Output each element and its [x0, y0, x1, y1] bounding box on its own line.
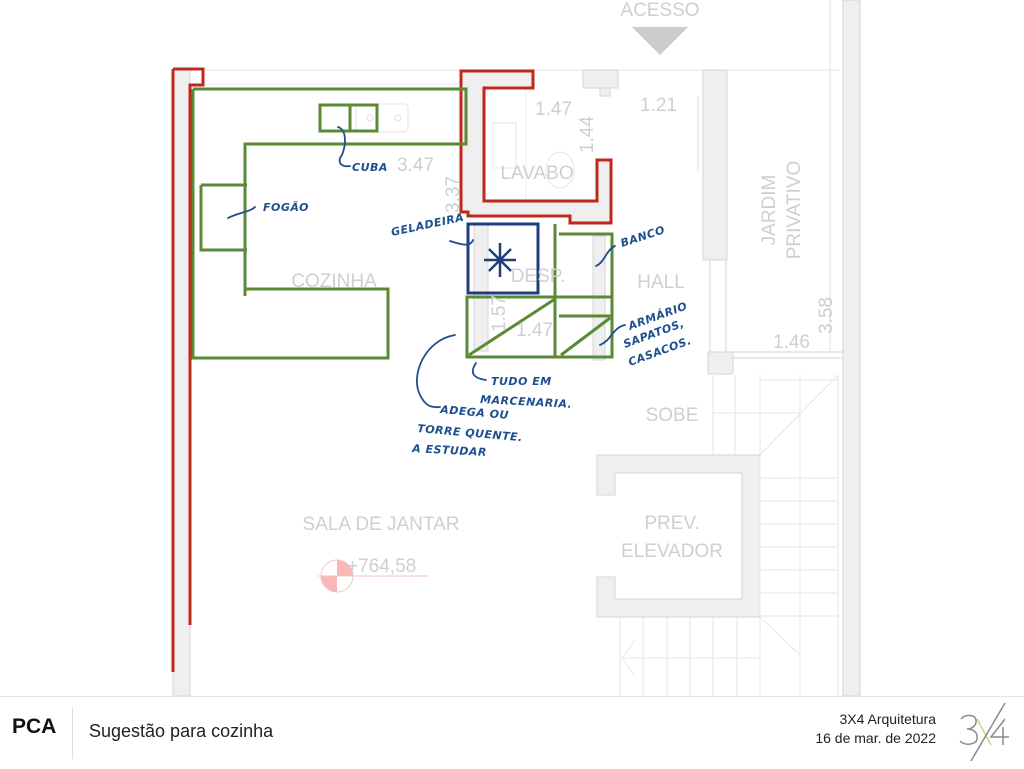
fridge — [466, 222, 540, 295]
hall-right-frame — [709, 259, 727, 356]
entry-pillar-left-stem — [599, 87, 611, 97]
left-wall-demolish — [171, 67, 205, 672]
access-label: ACESSO — [620, 0, 699, 21]
note-marcenaria-1: TUDO EM — [491, 375, 552, 388]
footer-divider — [72, 707, 73, 759]
dim-jardim-w: 1.46 — [773, 332, 810, 353]
desp-wall — [473, 222, 489, 352]
dim-cozinha-h: 3.37 — [443, 176, 464, 213]
left-wall — [172, 69, 191, 696]
stove-cabinet — [199, 183, 247, 252]
stair-arrow — [621, 657, 636, 677]
cabinet-diagonal — [468, 297, 556, 357]
right-outer-wall — [842, 0, 861, 696]
sink-drain-2 — [394, 114, 402, 122]
sink-cabinet — [318, 103, 379, 133]
note-adega-1: ADEGA OU — [439, 403, 510, 422]
existing-walls — [172, 0, 861, 696]
dim-cozinha-w: 3.47 — [397, 155, 434, 176]
new-joinery — [191, 87, 614, 360]
room-label-desp: DESP. — [511, 266, 566, 287]
company-logo-icon — [959, 702, 1009, 762]
note-geladeira: GELADEIRA — [390, 211, 465, 239]
dim-jardim-h: 3.58 — [816, 297, 837, 334]
leader-geladeira — [449, 239, 474, 246]
room-label-sala-jantar: SALA DE JANTAR — [303, 514, 460, 535]
access-arrow-icon — [632, 27, 688, 55]
sink-ghost — [355, 103, 409, 133]
note-marcenaria-2: MARCENARIA. — [480, 393, 573, 411]
toilet-ghost — [545, 151, 575, 189]
jardim-bottom-pillar — [707, 351, 734, 375]
fridge-asterisk-icon — [484, 243, 516, 277]
note-fogao: FOGÃO — [263, 201, 309, 214]
project-code: PCA — [12, 715, 57, 738]
room-label-jardim-2: PRIVATIVO — [784, 161, 805, 260]
stair-diagonal — [759, 374, 839, 456]
cabinet-diagonal — [560, 316, 611, 357]
title-block: PCA Sugestão para cozinha 3X4 Arquitetur… — [0, 696, 1024, 769]
dim-lavabo-w: 1.47 — [535, 99, 572, 120]
note-adega-2: TORRE QUENTE. — [417, 422, 524, 444]
annotation-leaders — [227, 126, 626, 409]
dim-desp-w: 1.47 — [516, 320, 553, 341]
company-name: 3X4 Arquitetura — [839, 711, 936, 727]
room-label-jardim-1: JARDIM — [759, 175, 780, 246]
room-label-lavabo: LAVABO — [500, 163, 573, 184]
room-label-prev-2: ELEVADOR — [621, 541, 723, 562]
entry-pillar-left — [582, 69, 619, 89]
lavabo-wall-demolish — [459, 69, 613, 225]
leader-adega — [416, 334, 456, 409]
note-cuba: CUBA — [352, 161, 388, 174]
note-adega-3: A ESTUDAR — [411, 442, 487, 459]
demolition-walls — [171, 67, 613, 672]
room-label-prev-1: PREV. — [644, 513, 699, 534]
kitchen-counter-top — [193, 87, 468, 296]
elevator-shaft — [596, 454, 761, 618]
hall-right-wall — [702, 69, 728, 261]
dim-desp-h: 1.57 — [489, 295, 510, 332]
stair-diagonal — [759, 616, 801, 656]
fridge-box — [466, 222, 540, 295]
lavabo-fixture — [492, 122, 517, 169]
desp-cabinets — [465, 224, 614, 359]
sheet-title: Sugestão para cozinha — [89, 721, 274, 741]
room-label-sobe: SOBE — [646, 405, 699, 426]
room-label-hall: HALL — [637, 272, 685, 293]
sink-drain-1 — [366, 114, 374, 122]
dim-hall-w: 1.21 — [640, 95, 677, 116]
staircase — [619, 374, 839, 696]
level-marker-icon — [318, 559, 428, 593]
stair-arrow — [621, 639, 636, 659]
leader-armario — [599, 324, 626, 346]
leader-cuba — [337, 126, 351, 168]
kitchen-counter-outline — [191, 89, 390, 360]
floor-plan: ACESSO COZINHA LAVABO DESP. HALL JARDIM … — [171, 0, 861, 696]
dim-lavabo-h: 1.44 — [577, 116, 598, 153]
leader-banco — [595, 245, 616, 267]
leader-fogao — [227, 206, 256, 219]
room-label-cozinha: COZINHA — [291, 271, 377, 292]
sheet-date: 16 de mar. de 2022 — [815, 730, 936, 746]
note-banco: BANCO — [619, 223, 667, 250]
level-mark-value: +764,58 — [347, 556, 416, 577]
leader-marcenaria — [471, 362, 487, 381]
